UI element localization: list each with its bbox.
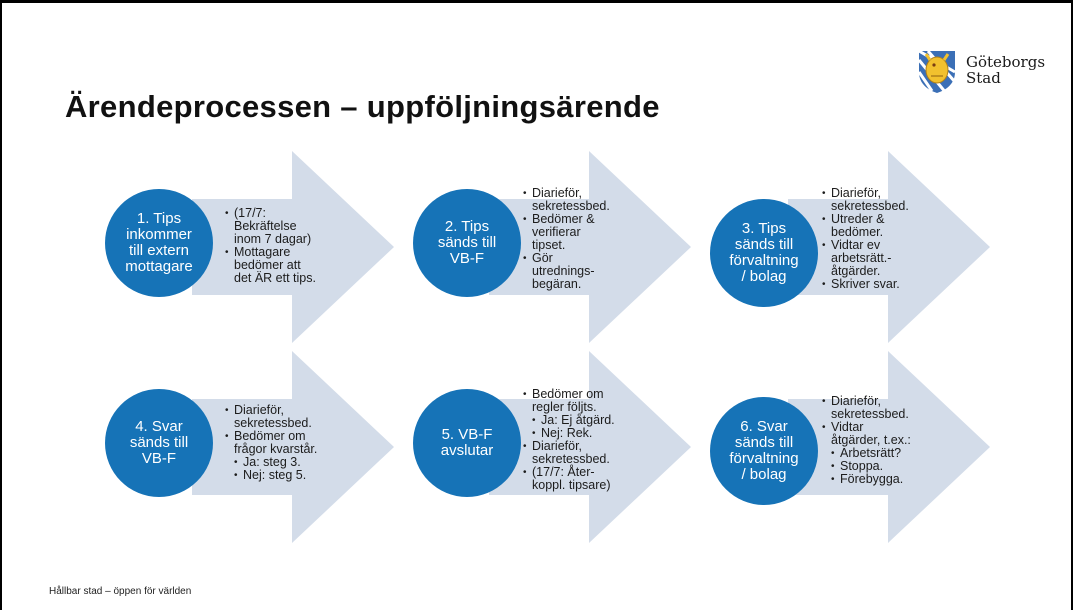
step-circle-3: 3. Tips sänds till förvaltning / bolag	[710, 199, 818, 307]
step-bullets-6: Diarieför, sekretessbed. Vidtar åtgärder…	[822, 395, 911, 487]
bullet: Bedömer om regler följts.	[523, 388, 615, 414]
step-label-2: 2. Tips sänds till VB-F	[437, 218, 497, 267]
bullet-sub: Nej: steg 5.	[234, 469, 317, 483]
bullet-sub: Förebygga.	[831, 473, 911, 487]
logo: Göteborgs Stad	[916, 48, 1066, 98]
step-bullets-2: Diarieför, sekretessbed. Bedömer & verif…	[523, 187, 610, 291]
coat-of-arms-icon	[917, 49, 957, 94]
logo-text-line2: Stad	[966, 69, 1001, 87]
bullet-sub: Stoppa.	[831, 460, 911, 474]
bullet: Bedömer om frågor kvarstår.	[225, 430, 317, 456]
bullet: Diarieför, sekretessbed.	[523, 440, 615, 466]
bullet: Bedömer & verifierar tipset.	[523, 213, 610, 252]
bullet-sub: Ja: steg 3.	[234, 456, 317, 470]
bullet: (17/7: Bekräftelse inom 7 dagar)	[225, 207, 316, 246]
bullet: (17/7: Åter- koppl. tipsare)	[523, 466, 615, 492]
bullet-sub: Arbetsrätt?	[831, 447, 911, 461]
step-circle-1: 1. Tips inkommer till extern mottagare	[105, 189, 213, 297]
step-label-6: 6. Svar sänds till förvaltning / bolag	[729, 418, 799, 483]
footer-text: Hållbar stad – öppen för världen	[49, 586, 192, 597]
bullet-sub: Nej: Rek.	[532, 427, 615, 441]
step-label-3: 3. Tips sänds till förvaltning / bolag	[729, 220, 799, 285]
step-bullets-5: Bedömer om regler följts. Ja: Ej åtgärd.…	[523, 388, 615, 492]
bullet-sub: Ja: Ej åtgärd.	[532, 414, 615, 428]
bullet: Skriver svar.	[822, 278, 909, 292]
bullet: Utreder & bedömer.	[822, 213, 909, 239]
step-label-5: 5. VB-F avslutar	[440, 426, 494, 459]
step-bullets-4: Diarieför, sekretessbed. Bedömer om fråg…	[225, 404, 317, 483]
bullet: Mottagare bedömer att det ÄR ett tips.	[225, 246, 316, 285]
step-circle-6: 6. Svar sänds till förvaltning / bolag	[710, 397, 818, 505]
step-bullets-1: (17/7: Bekräftelse inom 7 dagar) Mottaga…	[225, 207, 316, 285]
page-title: Ärendeprocessen – uppföljningsärende	[65, 89, 660, 124]
step-circle-5: 5. VB-F avslutar	[413, 389, 521, 497]
step-circle-4: 4. Svar sänds till VB-F	[105, 389, 213, 497]
bullet: Vidtar ev arbetsrätt.- åtgärder.	[822, 239, 909, 278]
step-label-1: 1. Tips inkommer till extern mottagare	[125, 210, 193, 275]
bullet: Diarieför, sekretessbed.	[822, 395, 911, 421]
logo-text-line1: Göteborgs	[966, 53, 1046, 71]
bullet: Diarieför, sekretessbed.	[523, 187, 610, 213]
step-circle-2: 2. Tips sänds till VB-F	[413, 189, 521, 297]
bullet: Diarieför, sekretessbed.	[225, 404, 317, 430]
step-bullets-3: Diarieför, sekretessbed. Utreder & bedöm…	[822, 187, 909, 292]
bullet: Gör utrednings- begäran.	[523, 252, 610, 291]
step-label-4: 4. Svar sänds till VB-F	[129, 418, 189, 467]
bullet: Vidtar åtgärder, t.ex.:	[822, 421, 911, 447]
bullet: Diarieför, sekretessbed.	[822, 187, 909, 213]
